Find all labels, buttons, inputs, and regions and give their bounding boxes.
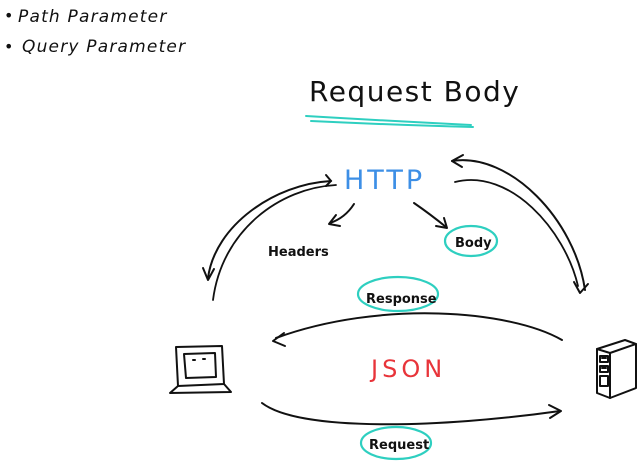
arrow-to-headers bbox=[328, 203, 355, 227]
http-label: HTTP bbox=[344, 165, 425, 196]
laptop-icon bbox=[169, 345, 232, 394]
arrow-request bbox=[261, 402, 562, 426]
arrow-response bbox=[272, 312, 563, 347]
arrow-server-to-http bbox=[451, 154, 589, 294]
bullet-list: • Path Parameter • Query Parameter bbox=[4, 6, 186, 57]
response-label: Response bbox=[366, 292, 437, 307]
server-tower-icon bbox=[596, 339, 637, 399]
arrow-to-body bbox=[413, 202, 448, 229]
json-label: JSON bbox=[369, 355, 446, 383]
request-label: Request bbox=[369, 438, 429, 453]
title-underline-1 bbox=[305, 115, 472, 126]
arrow-http-to-client bbox=[202, 174, 337, 301]
bullet-query-parameter: Query Parameter bbox=[22, 37, 186, 57]
title-underline-2 bbox=[310, 120, 474, 128]
body-highlight bbox=[443, 224, 499, 258]
body-label: Body bbox=[455, 236, 492, 251]
bullet-marker-2: • bbox=[4, 37, 13, 56]
page-title: Request Body bbox=[309, 75, 520, 108]
title-group: Request Body bbox=[305, 75, 520, 128]
request-highlight bbox=[359, 425, 433, 461]
headers-label: Headers bbox=[268, 245, 329, 260]
response-highlight bbox=[356, 275, 440, 313]
bullet-marker-1: • bbox=[4, 6, 13, 25]
bullet-path-parameter: Path Parameter bbox=[18, 7, 168, 27]
